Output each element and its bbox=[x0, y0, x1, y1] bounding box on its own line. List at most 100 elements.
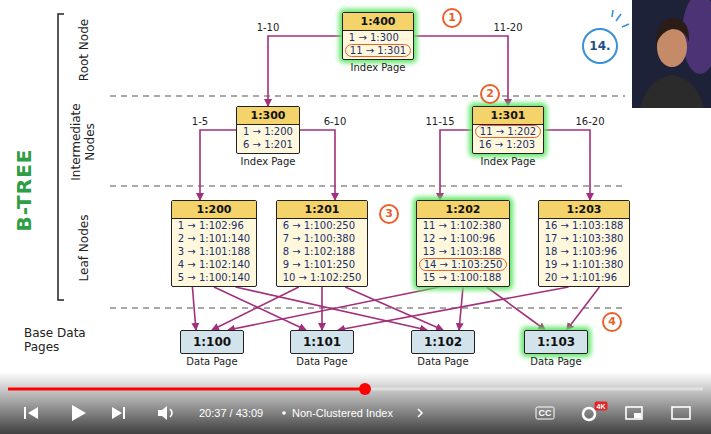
data-page: 1:101Data Page bbox=[290, 330, 354, 354]
page-entry: 11 → 1:202 bbox=[475, 125, 541, 138]
callout-number: 2 bbox=[480, 84, 500, 104]
page-entry: 17 → 1:103:380 bbox=[539, 232, 630, 245]
miniplayer-icon bbox=[626, 407, 642, 419]
level-label: Leaf Nodes bbox=[77, 215, 91, 282]
chapter-chevron bbox=[418, 409, 422, 417]
page-type-caption: Index Page bbox=[481, 156, 536, 167]
page-entry: 8 → 1:102:188 bbox=[277, 245, 368, 258]
page-entry: 12 → 1:100:96 bbox=[417, 232, 510, 245]
key-range-label: 16-20 bbox=[573, 116, 606, 127]
page-entry: 1 → 1:102:96 bbox=[172, 219, 256, 232]
presenter-video bbox=[632, 0, 711, 108]
page-entry: 16 → 1:203 bbox=[473, 138, 543, 151]
level-label: Intermediate Nodes bbox=[70, 97, 98, 187]
presenter-hair bbox=[656, 18, 689, 44]
page-id: 1:103 bbox=[525, 331, 587, 353]
page-entry: 16 → 1:103:188 bbox=[539, 219, 630, 232]
purple-light bbox=[682, 0, 711, 74]
key-range-label: 11-15 bbox=[423, 116, 456, 127]
page-type-caption: Data Page bbox=[296, 356, 347, 367]
miniplayer-icon bbox=[634, 413, 641, 418]
progress-handle bbox=[359, 383, 371, 395]
page-entry: 15 → 1:100:188 bbox=[417, 271, 510, 284]
player-icon-outlines bbox=[170, 407, 690, 420]
level-label: Root Node bbox=[77, 19, 91, 81]
page-id: 1:300 bbox=[237, 107, 299, 125]
pointer-arrow bbox=[567, 287, 600, 330]
pointer-arrow bbox=[414, 36, 508, 106]
key-range-label: 11-20 bbox=[491, 22, 524, 33]
next-icon bbox=[123, 407, 125, 419]
level-label: Base Data Pages bbox=[24, 327, 100, 355]
pointer-arrow bbox=[300, 130, 335, 200]
page-entry: 13 → 1:103:188 bbox=[417, 245, 510, 258]
data-page: 1:100Data Page bbox=[180, 330, 244, 354]
callout-number: 4 bbox=[602, 312, 622, 332]
intermediate-index-page: 1:3001 → 1:2006 → 1:201Index Page bbox=[236, 106, 300, 154]
page-entry: 18 → 1:103:96 bbox=[539, 245, 630, 258]
callout-number: 1 bbox=[442, 8, 462, 28]
pointer-arrow bbox=[440, 130, 472, 200]
video-controls-shade bbox=[0, 372, 711, 434]
leaf-page: 1:20316 → 1:103:18817 → 1:103:38018 → 1:… bbox=[538, 200, 631, 287]
key-range-label: 1-5 bbox=[190, 116, 210, 127]
data-page: 1:103Data Page bbox=[524, 330, 588, 354]
pointer-arrow bbox=[321, 287, 323, 330]
page-id: 1:400 bbox=[343, 13, 413, 31]
pointer-arrow bbox=[212, 287, 299, 330]
key-range-label: 6-10 bbox=[322, 116, 349, 127]
page-entry: 4 → 1:102:140 bbox=[172, 258, 256, 271]
diagram-title-label: B-TREE bbox=[12, 149, 36, 232]
pointer-arrow bbox=[228, 287, 439, 330]
previous-icon bbox=[24, 407, 26, 419]
pointer-arrow bbox=[544, 130, 590, 200]
page-entry: 20 → 1:101:96 bbox=[539, 271, 630, 284]
page-entry: 1 → 1:300 bbox=[343, 31, 413, 44]
key-range-label: 1-10 bbox=[255, 22, 282, 33]
page-entry: 19 → 1:101:380 bbox=[539, 258, 630, 271]
pointer-arrow bbox=[345, 287, 443, 330]
leaf-page: 1:2016 → 1:100:2507 → 1:100:3808 → 1:102… bbox=[276, 200, 369, 287]
page-entry: 2 → 1:101:140 bbox=[172, 232, 256, 245]
page-id: 1:102 bbox=[412, 331, 474, 353]
play-icon bbox=[72, 405, 86, 421]
data-page: 1:102Data Page bbox=[411, 330, 475, 354]
page-type-caption: Data Page bbox=[186, 356, 237, 367]
previous-icon bbox=[28, 407, 38, 419]
presenter-body bbox=[640, 75, 704, 108]
progress-track bbox=[8, 388, 703, 391]
page-id: 1:100 bbox=[181, 331, 243, 353]
root-index-page: 1:4001 → 1:30011 → 1:301Index Page bbox=[342, 12, 414, 60]
sparkle-marks bbox=[612, 10, 629, 27]
page-entry: 9 → 1:101:250 bbox=[277, 258, 368, 271]
pointer-arrow bbox=[192, 287, 196, 330]
page-id: 1:301 bbox=[473, 107, 543, 125]
chapter-dot bbox=[282, 411, 286, 415]
next-icon bbox=[112, 407, 122, 419]
page-id: 1:101 bbox=[291, 331, 353, 353]
page-entry: 10 → 1:102:250 bbox=[277, 271, 368, 284]
page-id: 1:203 bbox=[539, 201, 630, 219]
captions-button: CC bbox=[536, 407, 555, 420]
volume-icon bbox=[158, 406, 167, 420]
page-entry: 11 → 1:102:380 bbox=[417, 219, 510, 232]
pointer-arrow bbox=[200, 130, 236, 200]
page-entry: 6 → 1:100:250 bbox=[277, 219, 368, 232]
page-entry: 3 → 1:101:188 bbox=[172, 245, 256, 258]
page-entry: 11 → 1:301 bbox=[345, 44, 411, 57]
chapter-title: Non-Clustered Index bbox=[292, 407, 393, 419]
volume-wave bbox=[170, 409, 172, 417]
page-type-caption: Index Page bbox=[241, 156, 296, 167]
progress-played bbox=[8, 388, 365, 391]
pointer-arrow bbox=[338, 287, 568, 330]
quality-badge: 4K bbox=[595, 402, 608, 411]
settings-gear bbox=[583, 408, 595, 420]
page-type-caption: Data Page bbox=[417, 356, 468, 367]
theater-icon bbox=[672, 407, 690, 419]
leaf-page: 1:2001 → 1:102:962 → 1:101:1403 → 1:101:… bbox=[171, 200, 257, 287]
page-entry: 5 → 1:100:140 bbox=[172, 271, 256, 284]
pointer-arrow bbox=[268, 36, 342, 106]
page-type-caption: Data Page bbox=[530, 356, 581, 367]
pointer-arrow bbox=[459, 287, 463, 330]
page-entry: 1 → 1:200 bbox=[237, 125, 299, 138]
